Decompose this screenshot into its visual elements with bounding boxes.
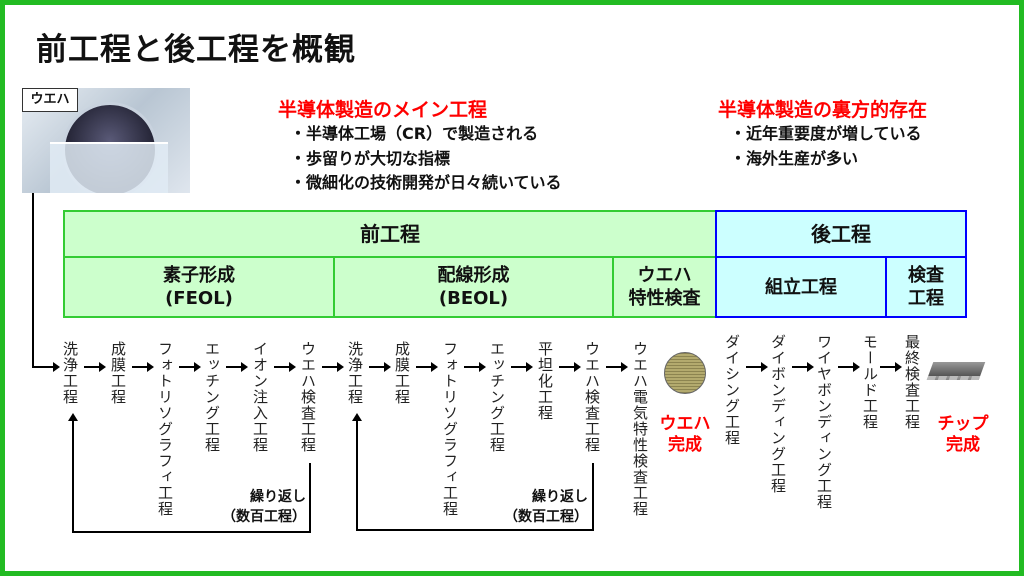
process-step: 最終検査工程 <box>903 334 921 430</box>
support-bullets: ・近年重要度が増している ・海外生産が多い <box>730 122 922 171</box>
repeat-label: 繰り返し （数百工程） <box>504 489 588 525</box>
finished-wafer-image <box>664 352 706 394</box>
bullet: ・海外生産が多い <box>730 148 859 168</box>
arrow <box>880 362 902 372</box>
final-test-cell: 検査 工程 <box>885 256 967 318</box>
connector-line <box>32 193 34 368</box>
process-step: 洗浄工程 <box>61 341 79 405</box>
process-step: イオン注入工程 <box>251 341 269 453</box>
process-step: 成膜工程 <box>393 341 411 405</box>
process-step: エッチング工程 <box>203 341 221 453</box>
arrow <box>559 362 581 372</box>
page-title: 前工程と後工程を概観 <box>36 32 356 68</box>
process-step: フォトリソグラフィ工程 <box>441 341 459 517</box>
process-step: ウエハ電気特性検査工程 <box>631 341 649 517</box>
arrow <box>464 362 486 372</box>
process-step: 成膜工程 <box>109 341 127 405</box>
arrow <box>369 362 391 372</box>
loop-line <box>72 531 311 533</box>
arrow <box>132 362 154 372</box>
process-step: ダイボンディング工程 <box>769 334 787 494</box>
arrow <box>606 362 628 372</box>
process-step: ワイヤボンディング工程 <box>815 334 833 510</box>
process-step: モールド工程 <box>861 334 879 430</box>
front-end-header: 前工程 <box>63 210 717 258</box>
chip-done-label: チップ 完成 <box>937 414 989 455</box>
process-step: フォトリソグラフィ工程 <box>156 341 174 517</box>
process-step: 平坦化工程 <box>536 341 554 421</box>
wafer-done-label: ウエハ 完成 <box>659 414 711 455</box>
wafer-photo <box>22 88 190 193</box>
arrow-up-icon <box>352 413 362 421</box>
arrow <box>226 362 248 372</box>
main-bullets: ・半導体工場（CR）で製造される ・歩留りが大切な指標 ・微細化の技術開発が日々… <box>290 122 562 196</box>
repeat-label: 繰り返し （数百工程） <box>222 489 306 525</box>
loop-line <box>592 463 594 531</box>
bullet: ・微細化の技術開発が日々続いている <box>290 173 562 192</box>
bullet: ・近年重要度が増している <box>730 124 922 143</box>
chip-image <box>926 362 986 380</box>
main-heading: 半導体製造のメイン工程 <box>278 99 488 121</box>
wafer-label: ウエハ <box>22 88 78 112</box>
support-heading: 半導体製造の裏方的存在 <box>718 99 928 121</box>
arrow <box>511 362 533 372</box>
bullet: ・歩留りが大切な指標 <box>290 148 451 168</box>
loop-line <box>356 529 594 531</box>
process-step: 洗浄工程 <box>346 341 364 405</box>
wafer-test-cell: ウエハ 特性検査 <box>612 256 717 318</box>
feol-cell: 素子形成 (FEOL) <box>63 256 335 318</box>
arrow <box>416 362 438 372</box>
arrow <box>838 362 860 372</box>
arrow <box>32 362 60 372</box>
arrow <box>322 362 344 372</box>
process-step: エッチング工程 <box>488 341 506 453</box>
beol-cell: 配線形成 (BEOL) <box>333 256 614 318</box>
loop-line <box>309 463 311 533</box>
arrow <box>792 362 814 372</box>
assembly-cell: 組立工程 <box>715 256 887 318</box>
process-step: ウエハ検査工程 <box>299 341 317 453</box>
loop-line <box>356 420 358 531</box>
process-step: ダイシング工程 <box>723 334 741 446</box>
back-end-header: 後工程 <box>715 210 967 258</box>
arrow <box>179 362 201 372</box>
arrow-up-icon <box>68 413 78 421</box>
arrow <box>84 362 106 372</box>
arrow <box>274 362 296 372</box>
process-step: ウエハ検査工程 <box>583 341 601 453</box>
bullet: ・半導体工場（CR）で製造される <box>290 124 539 143</box>
loop-line <box>72 420 74 533</box>
arrow <box>746 362 768 372</box>
